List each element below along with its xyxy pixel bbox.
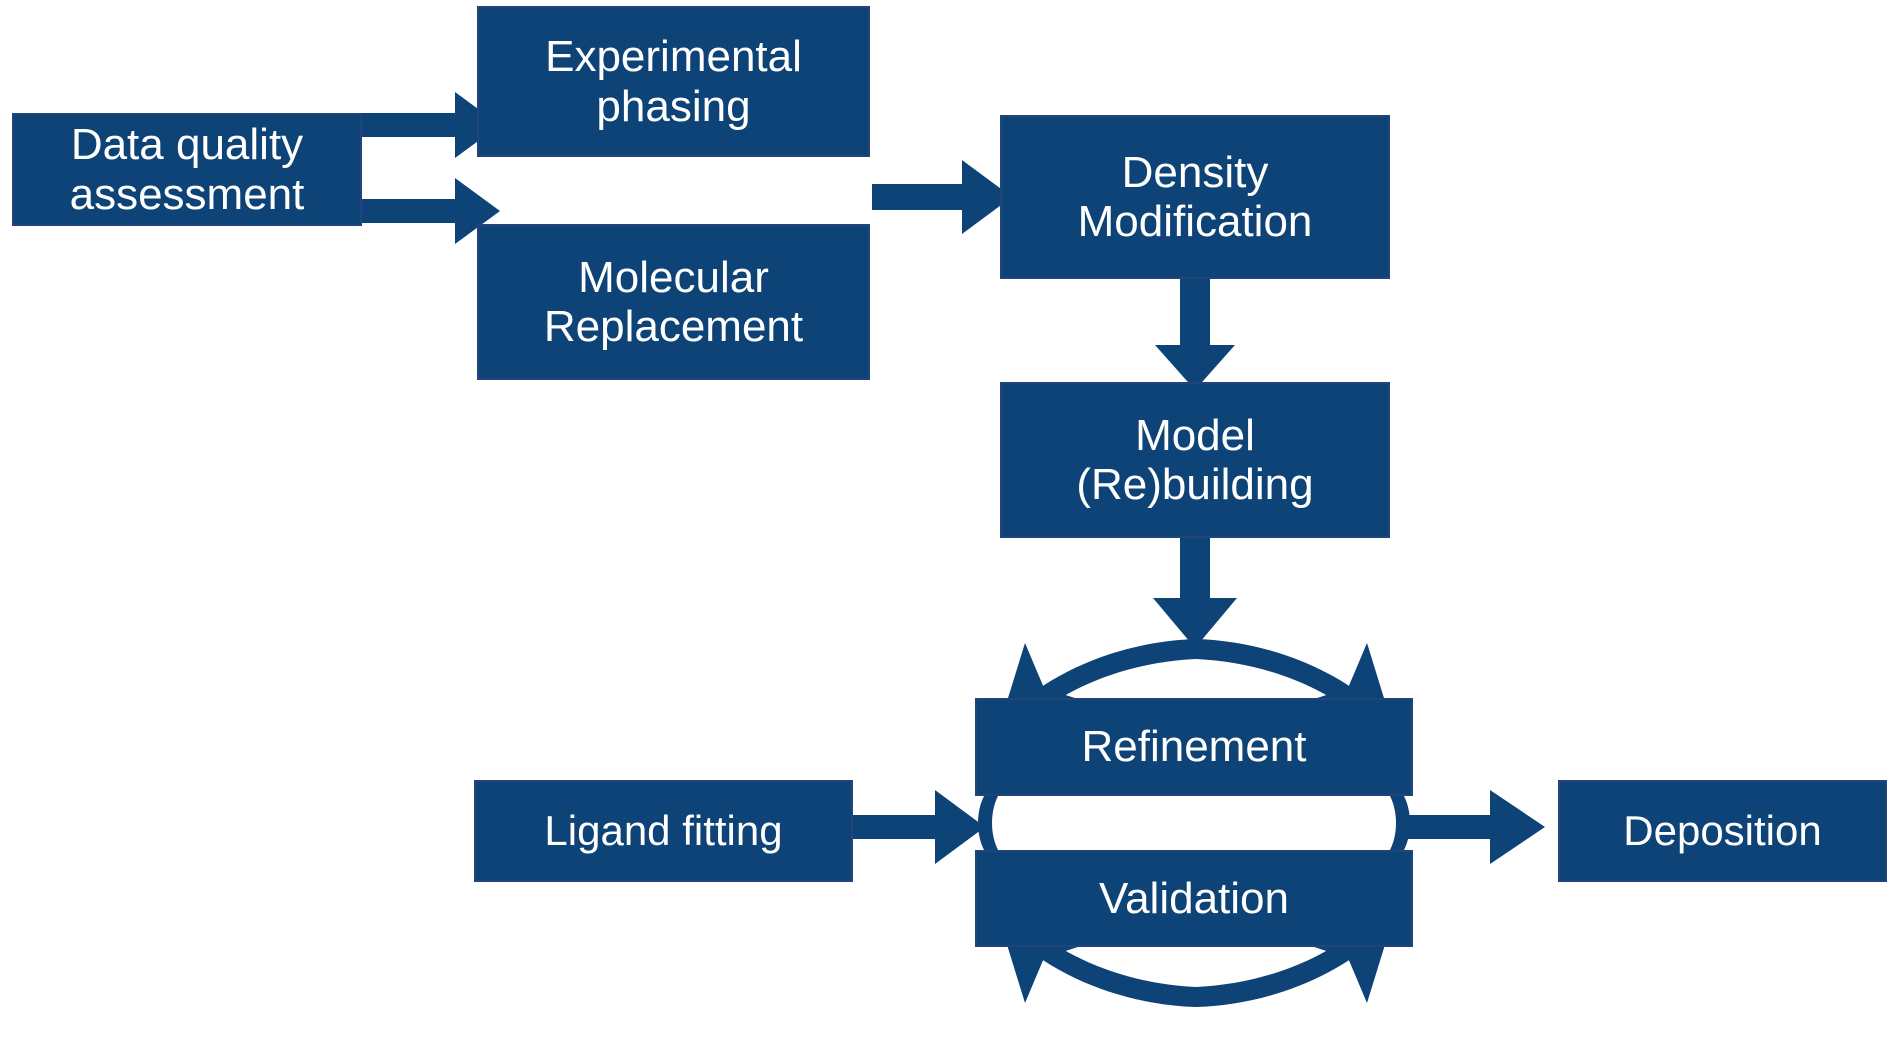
arrow-density-to-model bbox=[1155, 279, 1235, 390]
arrow-model-to-cycle bbox=[1153, 538, 1237, 648]
arrow-cycle-to-deposition bbox=[1408, 790, 1545, 864]
node-label-refinement: Refinement bbox=[1081, 722, 1307, 772]
node-experimental-phasing[interactable]: Experimental phasing bbox=[477, 6, 870, 157]
arrow-phasing-to-density bbox=[872, 160, 1012, 234]
node-label-molecular-replacement: Molecular Replacement bbox=[543, 252, 804, 351]
node-label-ligand-fitting: Ligand fitting bbox=[544, 807, 783, 855]
node-deposition[interactable]: Deposition bbox=[1558, 780, 1887, 882]
node-label-density-modification: Density Modification bbox=[1077, 147, 1313, 246]
node-ligand-fitting[interactable]: Ligand fitting bbox=[474, 780, 853, 882]
node-label-experimental-phasing: Experimental phasing bbox=[545, 32, 802, 131]
node-density-modification[interactable]: Density Modification bbox=[1000, 115, 1390, 279]
node-refinement[interactable]: Refinement bbox=[975, 698, 1413, 796]
node-label-validation: Validation bbox=[1099, 873, 1289, 923]
cycle-arrows bbox=[978, 639, 1410, 1007]
arrow-dq-to-molecular bbox=[362, 178, 500, 244]
node-label-data-quality-assessment: Data quality assessment bbox=[69, 120, 305, 219]
node-label-model-rebuilding: Model (Re)building bbox=[1076, 410, 1314, 509]
node-data-quality-assessment[interactable]: Data quality assessment bbox=[12, 113, 362, 226]
node-molecular-replacement[interactable]: Molecular Replacement bbox=[477, 224, 870, 380]
node-label-deposition: Deposition bbox=[1623, 807, 1822, 855]
node-model-rebuilding[interactable]: Model (Re)building bbox=[1000, 382, 1390, 538]
node-validation[interactable]: Validation bbox=[975, 850, 1413, 947]
arrow-ligand-to-cycle bbox=[853, 790, 985, 864]
arrow-dq-to-experimental bbox=[362, 92, 500, 158]
